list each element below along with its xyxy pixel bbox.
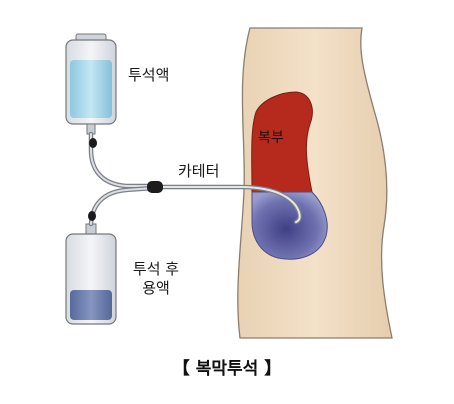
label-dialysis-solution: 투석액	[128, 66, 170, 84]
label-abdomen: 복부	[258, 130, 284, 146]
peritoneal-fluid-region	[251, 191, 328, 260]
label-used-solution-line1: 투석 후	[132, 260, 180, 278]
solution-bag-icon	[65, 33, 117, 135]
label-catheter: 카테터	[178, 162, 220, 180]
abdomen-region	[251, 91, 313, 193]
label-used-solution-line2: 용액	[142, 279, 170, 297]
label-used-solution: 투석 후 용액	[124, 260, 188, 298]
drain-bag-icon	[65, 223, 117, 325]
diagram-caption: 【 복막투석 】	[172, 359, 282, 379]
tube-connector-icon	[88, 138, 163, 221]
